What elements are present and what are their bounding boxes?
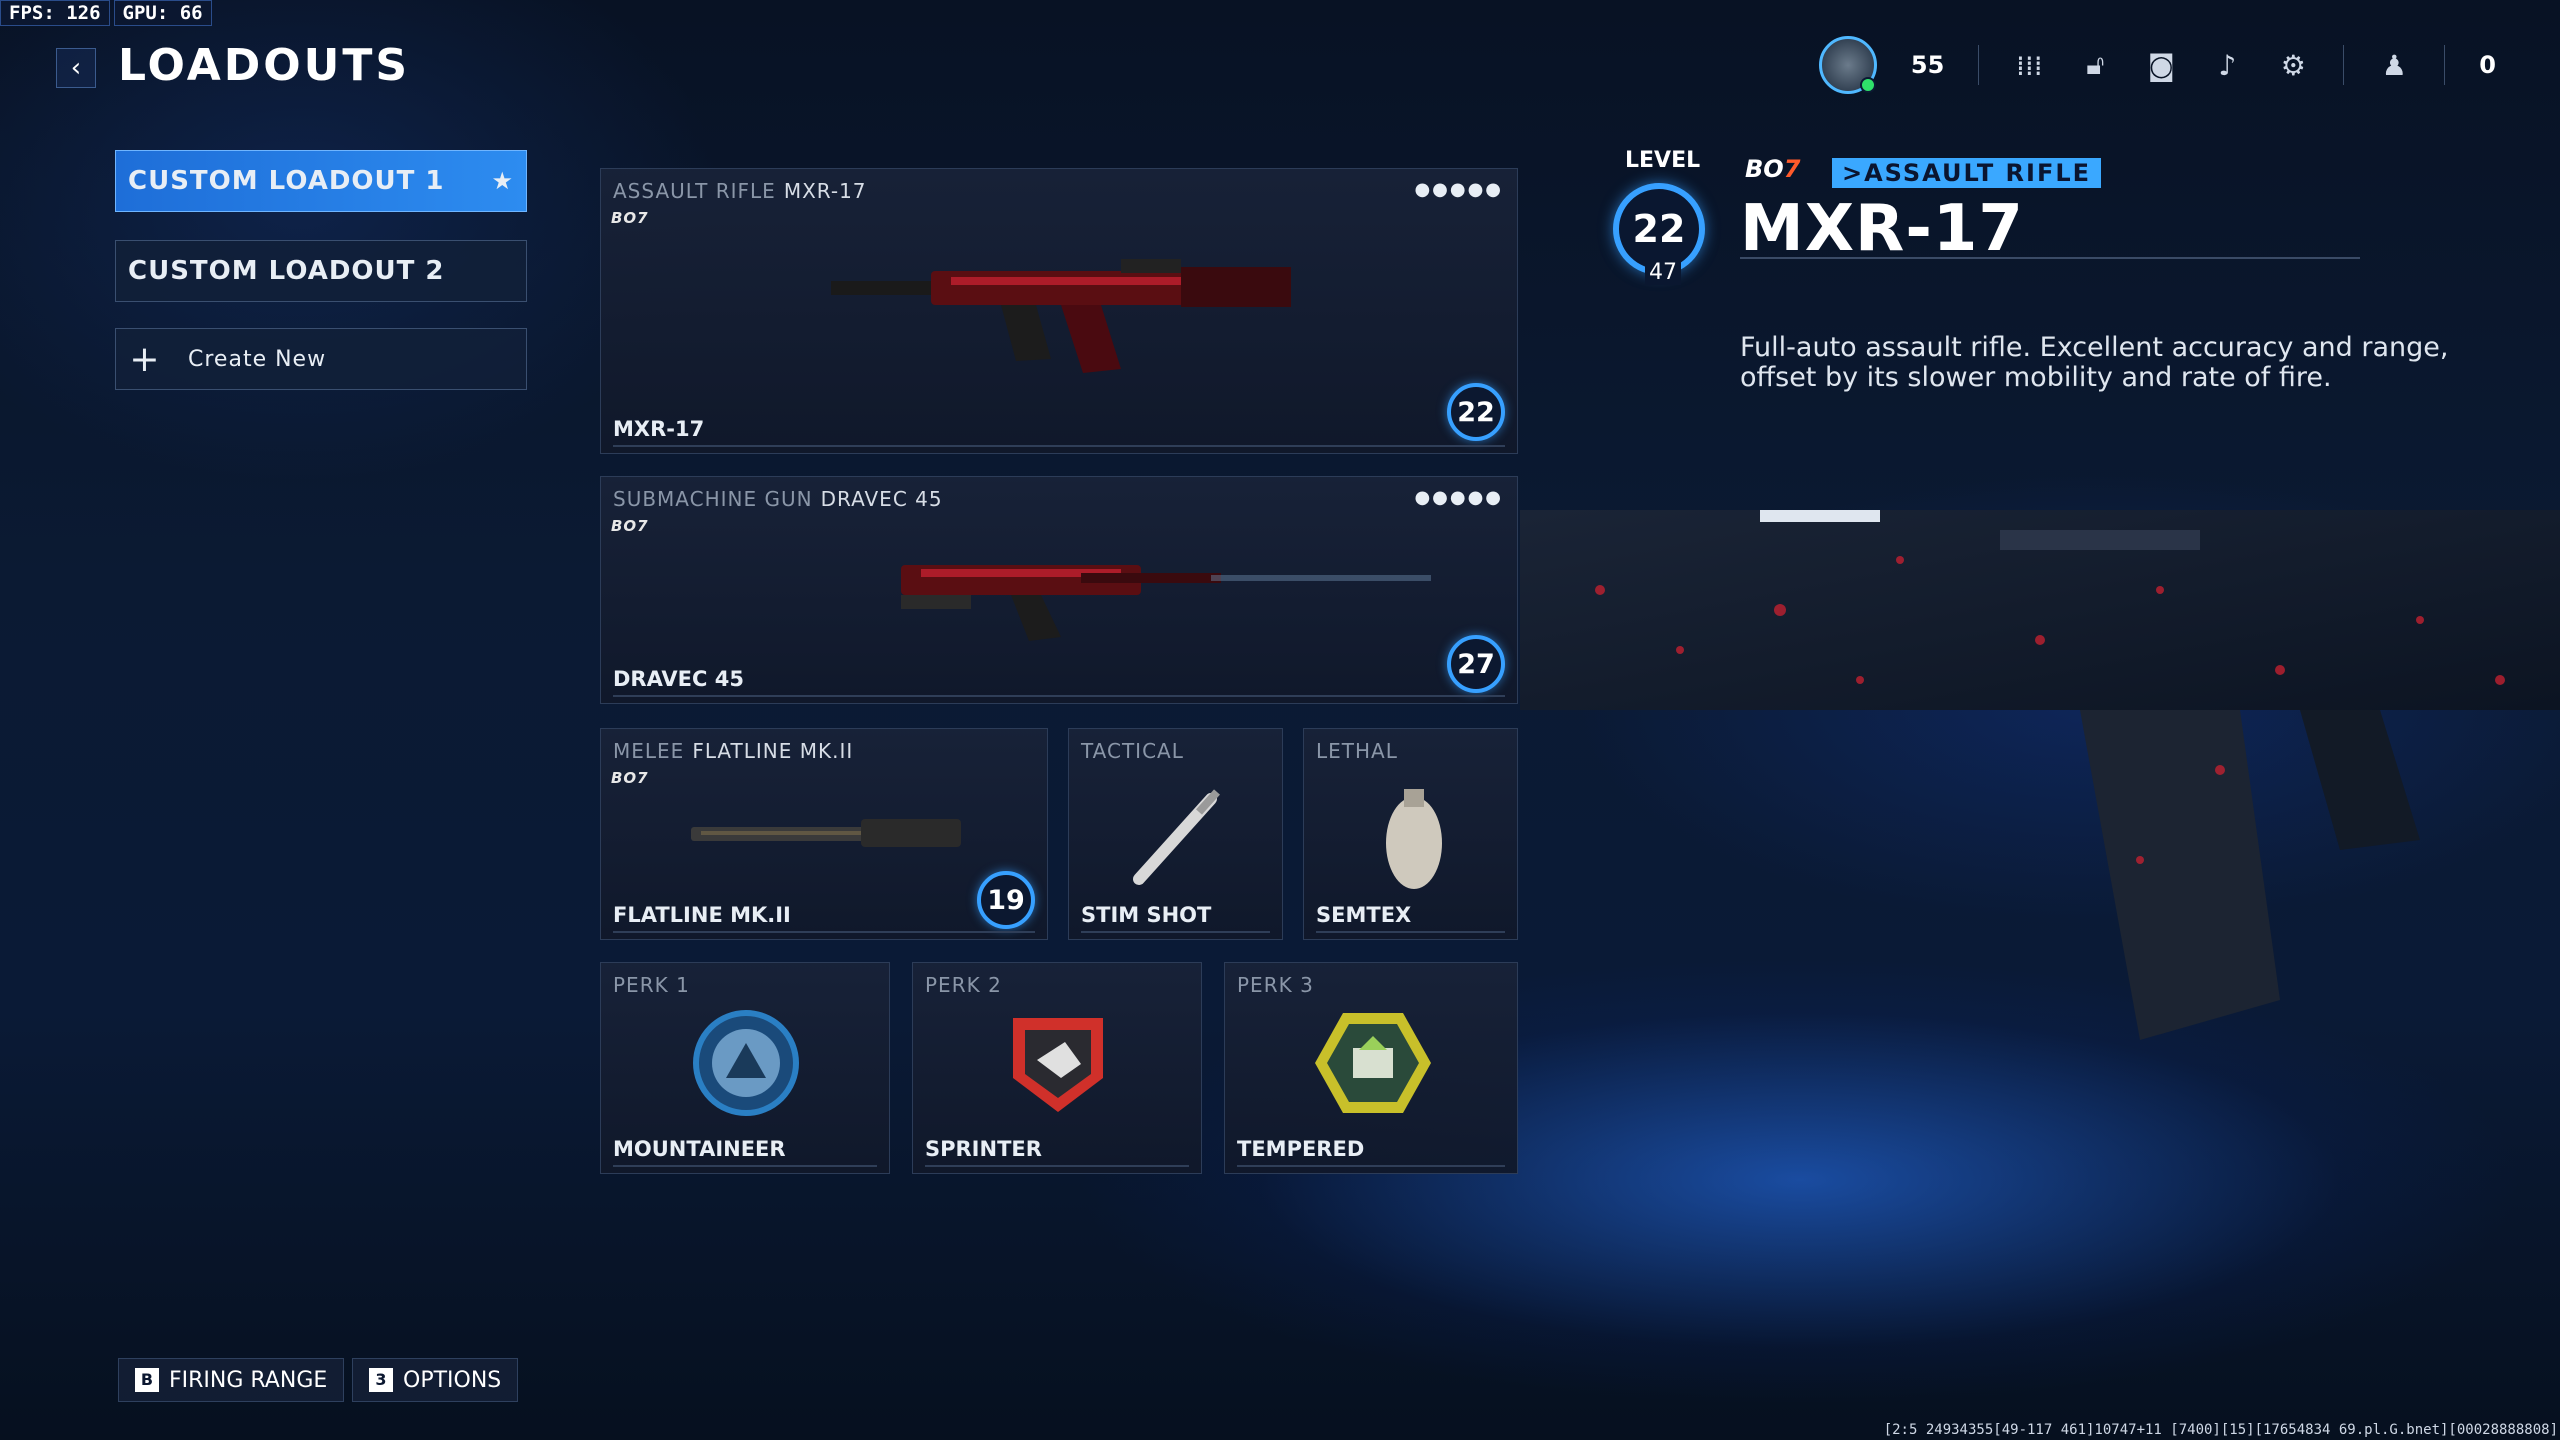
divider bbox=[613, 445, 1505, 447]
favorite-star-icon: ★ bbox=[491, 167, 514, 195]
brand-logo: BO7 bbox=[611, 517, 649, 535]
divider bbox=[1237, 1165, 1505, 1167]
player-level: 55 bbox=[1910, 51, 1945, 79]
online-status-icon bbox=[1859, 77, 1876, 93]
weapon-description: Full-auto assault rifle. Excellent accur… bbox=[1740, 332, 2449, 393]
tempered-perk-icon bbox=[1315, 1013, 1431, 1113]
perk-name: MOUNTAINEER bbox=[613, 1137, 786, 1161]
lethal-equipment-card[interactable]: LETHAL SEMTEX bbox=[1303, 728, 1518, 940]
assault-rifle-image bbox=[831, 259, 1291, 373]
firing-range-button[interactable]: B FIRING RANGE bbox=[118, 1358, 345, 1402]
loadout-custom-2[interactable]: CUSTOM LOADOUT 2 bbox=[115, 240, 527, 302]
page-title: LOADOUTS bbox=[118, 40, 411, 91]
perk-slot-label: PERK 3 bbox=[1237, 973, 1314, 997]
divider bbox=[1740, 257, 2360, 259]
max-level-value: 47 bbox=[1645, 260, 1681, 285]
build-info: [2:5 24934355[49-117 461]10747+11 [7400]… bbox=[1883, 1422, 2558, 1438]
perk-3-card[interactable]: PERK 3 TEMPERED bbox=[1224, 962, 1518, 1174]
divider bbox=[613, 1165, 877, 1167]
weapon-name-small: FLATLINE MK.II bbox=[692, 739, 854, 763]
sprinter-perk-icon bbox=[1013, 1018, 1103, 1112]
performance-overlay: FPS: 126 GPU: 66 bbox=[0, 0, 212, 26]
attachment-dots-icon: ●●●●● bbox=[1414, 179, 1503, 200]
divider bbox=[613, 931, 1035, 933]
weapon-name: MXR-17 bbox=[613, 417, 705, 441]
perk-slot-label: PERK 2 bbox=[925, 973, 1002, 997]
equipment-name: STIM SHOT bbox=[1081, 903, 1212, 927]
gpu-counter: GPU: 66 bbox=[113, 0, 212, 26]
weapon-name-small: MXR-17 bbox=[783, 179, 867, 203]
divider bbox=[1316, 931, 1505, 933]
mountaineer-perk-icon bbox=[693, 1010, 799, 1116]
weapon-level-badge: 27 bbox=[1447, 635, 1505, 693]
melee-weapon-image bbox=[691, 819, 961, 847]
divider bbox=[613, 695, 1505, 697]
brand-logo: BO7 bbox=[1745, 155, 1801, 183]
brand-logo: BO7 bbox=[611, 769, 649, 787]
player-avatar[interactable] bbox=[1818, 36, 1877, 94]
unlock-icon[interactable]: 🔓︎ bbox=[2086, 48, 2105, 81]
party-members-icon[interactable]: ♟ bbox=[2381, 48, 2407, 82]
options-label: OPTIONS bbox=[403, 1367, 502, 1393]
divider bbox=[2343, 45, 2345, 85]
create-new-label: Create New bbox=[188, 346, 327, 372]
create-new-loadout-button[interactable]: + Create New bbox=[115, 328, 527, 390]
perk-2-card[interactable]: PERK 2 SPRINTER bbox=[912, 962, 1202, 1174]
settings-gear-icon[interactable]: ⚙ bbox=[2280, 48, 2306, 82]
plus-icon: + bbox=[129, 338, 161, 380]
loadout-label: CUSTOM LOADOUT 1 bbox=[128, 166, 445, 196]
weapon-name-small: DRAVEC 45 bbox=[820, 487, 943, 511]
perk-1-card[interactable]: PERK 1 MOUNTAINEER bbox=[600, 962, 890, 1174]
weapon-level-ring: 22 bbox=[1613, 183, 1705, 275]
loadout-label: CUSTOM LOADOUT 2 bbox=[128, 256, 445, 286]
level-label: LEVEL bbox=[1625, 148, 1701, 173]
key-hint: B bbox=[135, 1368, 159, 1392]
key-hint: 3 bbox=[369, 1368, 393, 1392]
weapon-showcase-image bbox=[1520, 510, 2560, 1040]
divider bbox=[2444, 45, 2446, 85]
perk-name: TEMPERED bbox=[1237, 1137, 1365, 1161]
chevron-left-icon: ‹ bbox=[70, 53, 82, 83]
weapon-name: FLATLINE MK.II bbox=[613, 903, 791, 927]
weapon-class-tag: >ASSAULT RIFLE bbox=[1832, 158, 2102, 188]
firing-range-label: FIRING RANGE bbox=[169, 1367, 328, 1393]
submachine-gun-image bbox=[901, 565, 1431, 641]
camera-icon[interactable]: ◙ bbox=[2147, 48, 2175, 82]
weapon-level-badge: 19 bbox=[977, 871, 1035, 929]
divider bbox=[925, 1165, 1189, 1167]
equipment-category: TACTICAL bbox=[1081, 739, 1184, 763]
stim-shot-image bbox=[1133, 789, 1220, 885]
currency-count: 0 bbox=[2479, 51, 2496, 79]
options-button[interactable]: 3 OPTIONS bbox=[352, 1358, 519, 1402]
top-bar: 55 ⁞⁞⁞ 🔓︎ ◙ ♪ ⚙ ♟ 0 bbox=[1818, 30, 2496, 100]
divider bbox=[1081, 931, 1270, 933]
weapon-name: DRAVEC 45 bbox=[613, 667, 744, 691]
equipment-category: LETHAL bbox=[1316, 739, 1398, 763]
notification-bell-icon[interactable]: ♪ bbox=[2218, 48, 2237, 82]
brand-logo: BO7 bbox=[611, 209, 649, 227]
perk-name: SPRINTER bbox=[925, 1137, 1042, 1161]
back-button[interactable]: ‹ bbox=[56, 48, 96, 88]
divider bbox=[1978, 45, 1980, 85]
loadout-custom-1[interactable]: CUSTOM LOADOUT 1 ★ bbox=[115, 150, 527, 212]
fps-counter: FPS: 126 bbox=[0, 0, 110, 26]
semtex-image bbox=[1386, 789, 1442, 889]
equipment-name: SEMTEX bbox=[1316, 903, 1412, 927]
attachment-dots-icon: ●●●●● bbox=[1414, 487, 1503, 508]
weapon-level-badge: 22 bbox=[1447, 383, 1505, 441]
tactical-equipment-card[interactable]: TACTICAL STIM SHOT bbox=[1068, 728, 1283, 940]
selected-weapon-name: MXR-17 bbox=[1740, 192, 2024, 266]
perk-slot-label: PERK 1 bbox=[613, 973, 690, 997]
apps-grid-icon[interactable]: ⁞⁞⁞ bbox=[2015, 48, 2043, 82]
